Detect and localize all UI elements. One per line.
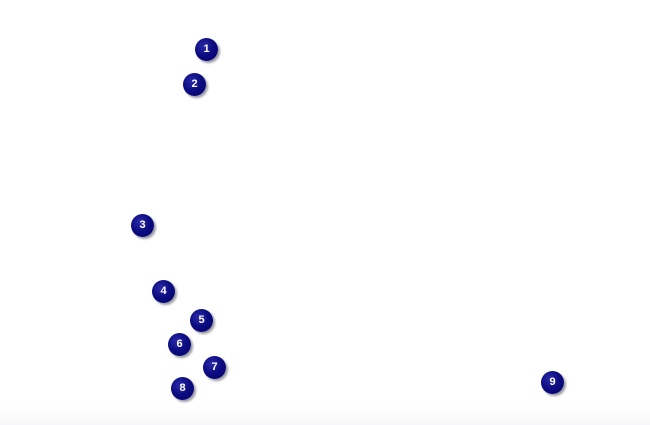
map-marker-8[interactable]: 8: [171, 377, 194, 400]
map-marker-5[interactable]: 5: [190, 309, 213, 332]
map-marker-7[interactable]: 7: [203, 356, 226, 379]
map-marker-6[interactable]: 6: [168, 333, 191, 356]
map-marker-2[interactable]: 2: [183, 73, 206, 96]
map-marker-9[interactable]: 9: [541, 371, 564, 394]
bottom-fade: [0, 405, 650, 425]
map-marker-3[interactable]: 3: [131, 214, 154, 237]
map-marker-1[interactable]: 1: [195, 38, 218, 61]
map-marker-4[interactable]: 4: [152, 280, 175, 303]
